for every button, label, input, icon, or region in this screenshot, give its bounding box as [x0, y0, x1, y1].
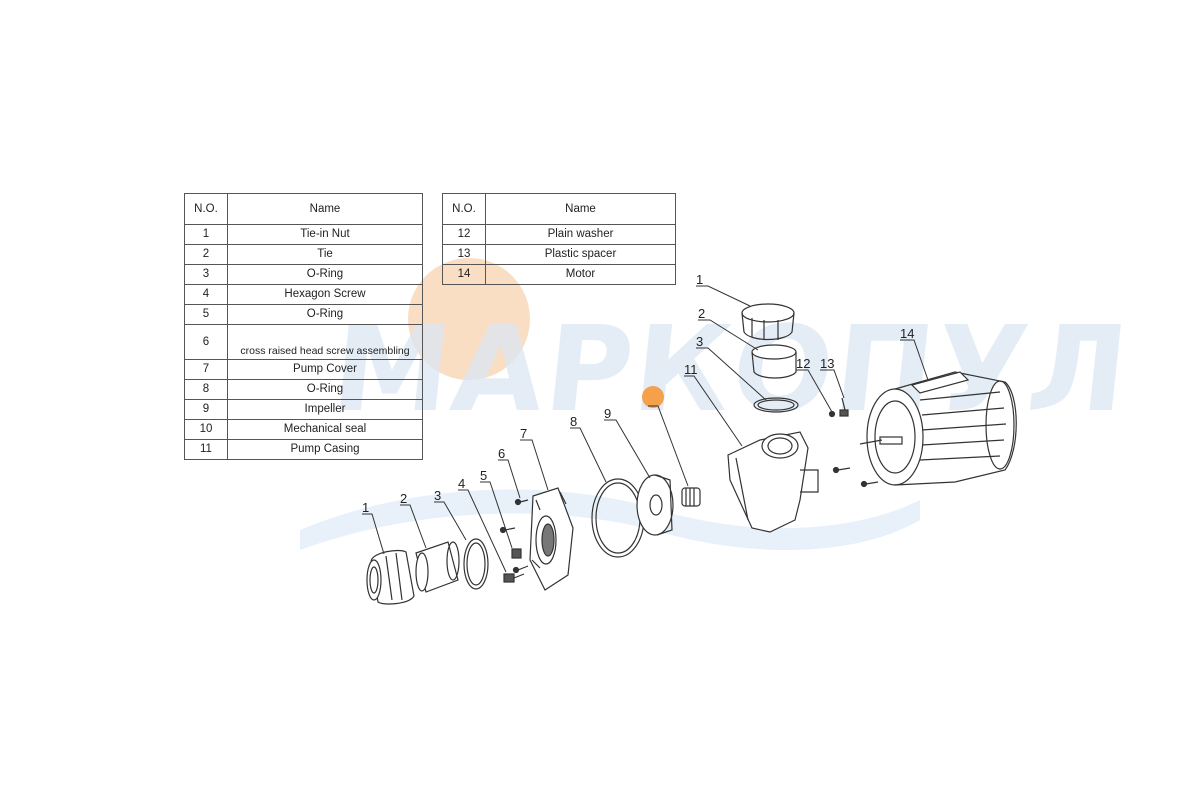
callout-3-top: 3	[696, 334, 703, 349]
header-name: Name	[227, 193, 423, 225]
part-small-screws	[499, 498, 529, 574]
part-motor	[859, 371, 1017, 486]
part-o-ring-3-top	[753, 397, 799, 413]
row-no: 10	[184, 419, 228, 440]
leader-lines	[362, 285, 929, 573]
callout-12: 12	[796, 356, 810, 371]
callout-8: 8	[570, 414, 577, 429]
watermark-dot	[642, 386, 664, 408]
header-name: Name	[485, 193, 676, 225]
callout-14: 14	[900, 326, 914, 341]
row-no: 13	[442, 244, 486, 265]
callout-7: 7	[520, 426, 527, 441]
callout-2-top: 2	[698, 306, 705, 321]
part-washer-spacer	[828, 397, 879, 488]
callout-1-front: 1	[362, 500, 369, 515]
row-no: 14	[442, 264, 486, 285]
part-pump-casing	[727, 431, 819, 533]
part-o-ring-3-front	[463, 538, 489, 590]
part-hexagon-screw	[503, 573, 525, 583]
callout-1-top: 1	[696, 272, 703, 287]
row-name: cross raised head screw assembling	[227, 324, 423, 360]
part-tie-top	[751, 344, 797, 379]
table-header-row: N.O. Name	[442, 193, 676, 225]
callout-13: 13	[820, 356, 834, 371]
part-o-ring-8	[591, 478, 645, 558]
callout-3-front: 3	[434, 488, 441, 503]
part-impeller	[636, 474, 674, 536]
table-header-row: N.O. Name	[184, 193, 423, 225]
part-mechanical-seal	[681, 487, 701, 507]
row-name: O-Ring	[227, 379, 423, 400]
row-no: 12	[442, 224, 486, 245]
row-name: Motor	[485, 264, 676, 285]
callout-5: 5	[480, 468, 487, 483]
part-pump-cover	[529, 487, 574, 591]
row-name: O-Ring	[227, 264, 423, 285]
part-tie-in-nut-top	[741, 303, 795, 341]
callout-4: 4	[458, 476, 465, 491]
row-no: 6	[184, 324, 228, 360]
callout-6: 6	[498, 446, 505, 461]
watermark-wave	[300, 489, 920, 551]
row-name: Hexagon Screw	[227, 284, 423, 305]
callout-2-front: 2	[400, 491, 407, 506]
callout-9: 9	[604, 406, 611, 421]
part-tie-front	[415, 541, 460, 593]
callout-11: 11	[684, 362, 698, 377]
row-name: Pump Casing	[227, 439, 423, 460]
part-tie-in-nut-front	[366, 549, 415, 605]
row-name: Pump Cover	[227, 359, 423, 380]
